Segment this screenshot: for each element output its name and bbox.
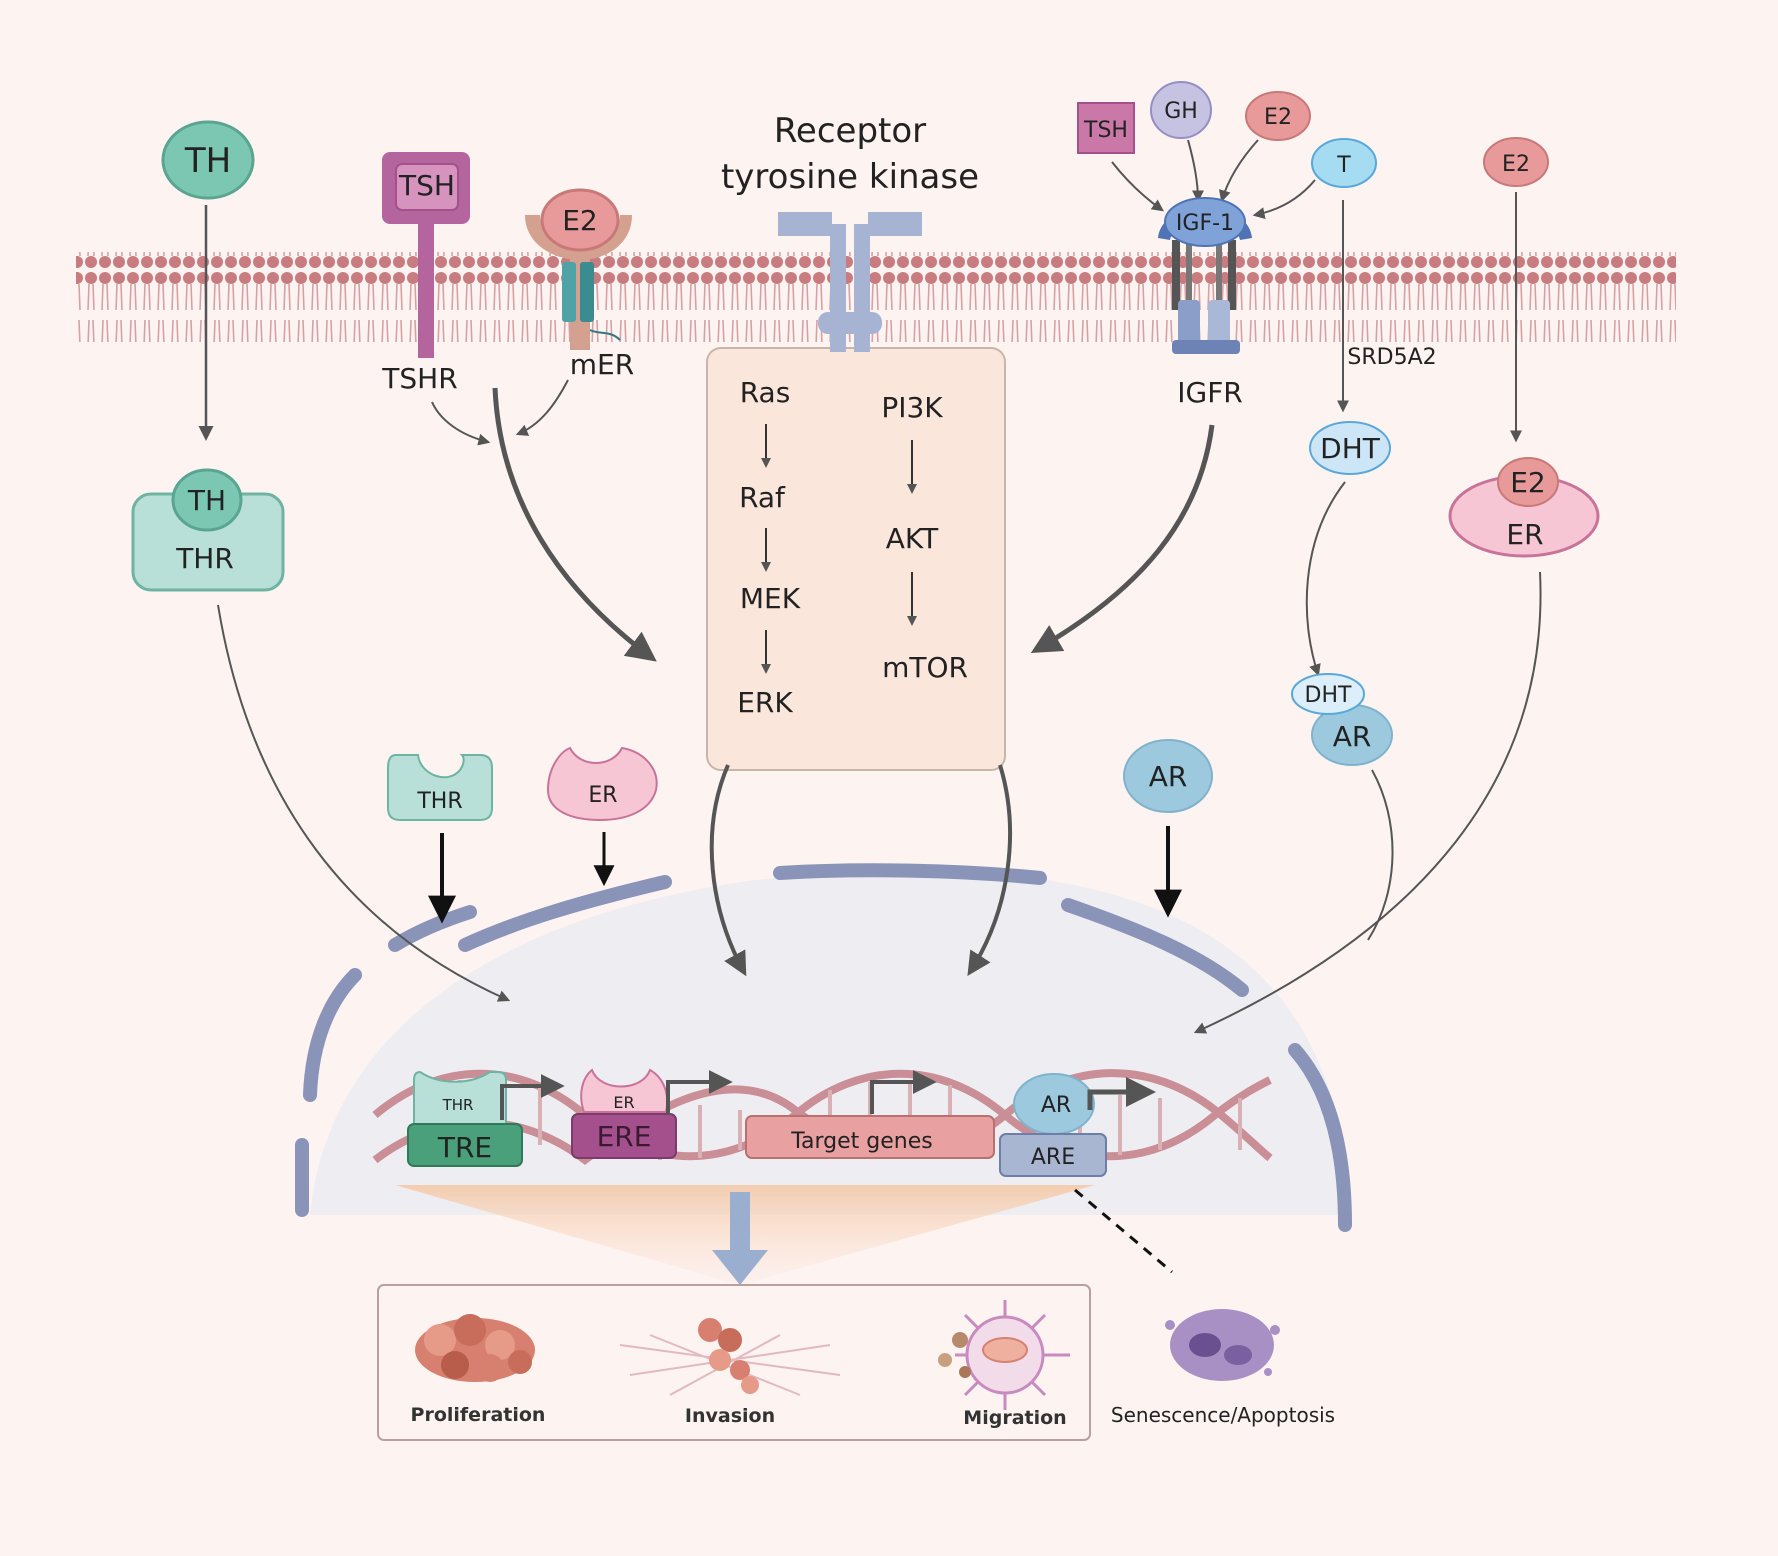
target-genes bbox=[745, 1115, 995, 1159]
e2-igf-ligand bbox=[1245, 91, 1311, 141]
tre-label: TRE bbox=[437, 1131, 492, 1164]
free-er-receptor bbox=[546, 746, 658, 822]
senescence-link bbox=[1074, 1188, 1173, 1274]
thr-th-label: TH bbox=[187, 484, 226, 517]
er-e2-label: E2 bbox=[1510, 466, 1546, 499]
free-thr-receptor bbox=[387, 754, 493, 821]
e2-mer-label: E2 bbox=[562, 204, 598, 237]
target-genes-label: Target genes bbox=[790, 1129, 933, 1154]
free-ar-receptor bbox=[1123, 739, 1213, 813]
tshr-label: TSHR bbox=[381, 362, 457, 395]
tsh-right-label: TSH bbox=[1083, 118, 1128, 143]
pathway-erk: ERK bbox=[737, 686, 793, 719]
dna-er-bound bbox=[580, 1068, 669, 1113]
free-thr-label: THR bbox=[416, 789, 462, 814]
pathway-akt: AKT bbox=[886, 522, 939, 555]
ere-label: ERE bbox=[597, 1120, 652, 1153]
e2-right-ligand bbox=[1483, 137, 1549, 187]
receptor-title-line2: tyrosine kinase bbox=[721, 157, 979, 197]
igfr-label: IGFR bbox=[1177, 376, 1243, 409]
pathway-mek: MEK bbox=[740, 582, 801, 615]
srd5a2-label: SRD5A2 bbox=[1347, 345, 1436, 370]
proliferation-label: Proliferation bbox=[411, 1404, 546, 1426]
migration-label: Migration bbox=[963, 1407, 1066, 1429]
er-bound-e2 bbox=[1497, 457, 1559, 507]
dna-ar-label: AR bbox=[1041, 1093, 1071, 1118]
gh-ligand bbox=[1150, 81, 1212, 139]
mer-receptor bbox=[525, 215, 632, 350]
free-ar-label: AR bbox=[1149, 760, 1188, 793]
e2-mer-ligand bbox=[540, 188, 620, 252]
th-ligand-label: TH bbox=[184, 141, 231, 181]
invasion-label: Invasion bbox=[685, 1405, 775, 1427]
receptor-title-line1: Receptor bbox=[774, 111, 926, 151]
invasion-cells bbox=[619, 1318, 841, 1396]
dht-ar-dht-label: DHT bbox=[1305, 683, 1352, 708]
senescence-label: Senescence/Apoptosis bbox=[1111, 1403, 1335, 1427]
igf1-label: IGF-1 bbox=[1176, 211, 1234, 236]
tshr-receptor bbox=[382, 152, 470, 358]
pathway-mtor: mTOR bbox=[882, 651, 968, 684]
pathway-ras: Ras bbox=[740, 376, 791, 409]
pathway-raf: Raf bbox=[739, 481, 786, 514]
dht-ar-dht bbox=[1291, 673, 1365, 715]
e2-right-label: E2 bbox=[1502, 152, 1530, 177]
dht-top bbox=[1309, 421, 1391, 475]
mer-label: mER bbox=[570, 348, 634, 381]
tsh-left-label: TSH bbox=[398, 169, 455, 202]
senescence-cells bbox=[1165, 1309, 1280, 1381]
dna-er-label: ER bbox=[613, 1093, 634, 1112]
proliferation-cells bbox=[415, 1314, 535, 1382]
dna-thr-label: THR bbox=[442, 1096, 474, 1114]
are-label: ARE bbox=[1031, 1145, 1075, 1170]
tsh-right-ligand bbox=[1077, 102, 1135, 154]
thr-label: THR bbox=[175, 542, 234, 575]
ere-element bbox=[571, 1113, 677, 1159]
output-arrow bbox=[712, 1192, 768, 1285]
free-er-label: ER bbox=[588, 783, 617, 808]
dna-thr-bound bbox=[413, 1070, 507, 1126]
dht-ar-ar-label: AR bbox=[1333, 720, 1372, 753]
thr-bound-th bbox=[171, 468, 243, 532]
pathway-pi3k: PI3K bbox=[881, 391, 943, 424]
e2-igf-label: E2 bbox=[1264, 105, 1292, 130]
igf1-ligand bbox=[1164, 197, 1246, 247]
are-element bbox=[999, 1133, 1107, 1177]
tre-element bbox=[407, 1123, 523, 1167]
dht-top-label: DHT bbox=[1320, 432, 1381, 465]
t-label: T bbox=[1336, 153, 1351, 178]
receptor-tyrosine-kinase bbox=[778, 212, 922, 352]
gh-label: GH bbox=[1164, 99, 1198, 124]
th-ligand bbox=[161, 120, 255, 200]
nucleus bbox=[295, 863, 1352, 1232]
er-label: ER bbox=[1506, 518, 1543, 551]
t-ligand bbox=[1311, 138, 1377, 188]
migration-cells bbox=[938, 1300, 1070, 1410]
